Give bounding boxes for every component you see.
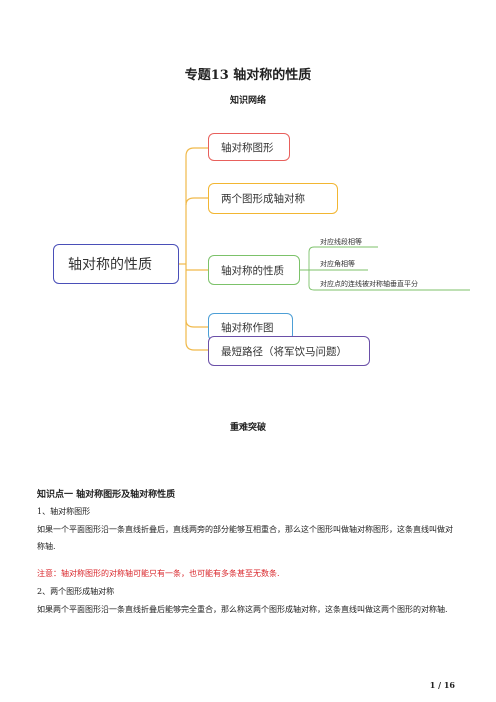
mindmap-branch-axisymmetric-figure: 轴对称图形 [208,133,290,161]
connector-branch-2 [185,197,208,206]
page-title: 专题13 轴对称的性质 [184,68,312,83]
mindmap-sub-equal-angles: 对应角相等 [320,260,355,268]
mindmap-branch-shortest-path: 最短路径（将军饮马问题） [208,336,370,366]
section-heading: 重难突破 [229,423,266,433]
mindmap-sub-perpendicular-bisector: 对应点的连线被对称轴垂直平分 [320,280,418,288]
sub-connector [300,246,470,291]
connector-spine [185,147,208,351]
knowledge-network-heading: 知识网络 [229,96,266,106]
paragraph-definition-1: 如果一个平面图形沿一条直线折叠后，直线两旁的部分能够互相重合，那么这个图形叫做轴… [37,525,453,551]
mindmap-sub-equal-segments: 对应线段相等 [320,238,362,246]
connector-branch-4 [185,319,208,328]
paragraph-heading-2: 2、两个图形成轴对称 [37,587,115,596]
mindmap-branch-two-figures-symmetric: 两个图形成轴对称 [208,183,338,214]
paragraph-note: 注意：轴对称图形的对称轴可能只有一条，也可能有多条甚至无数条. [37,569,280,578]
mindmap-root-node: 轴对称的性质 [53,244,179,284]
mindmap-branch-properties: 轴对称的性质 [208,255,300,285]
page-number: 1 / 16 [429,680,455,690]
paragraph-definition-2: 如果两个平面图形沿一条直线折叠后能够完全重合，那么称这两个图形成轴对称，这条直线… [37,605,448,614]
knowledge-point-heading: 知识点一 轴对称图形及轴对称性质 [37,490,176,500]
paragraph-heading-1: 1、轴对称图形 [37,507,91,516]
